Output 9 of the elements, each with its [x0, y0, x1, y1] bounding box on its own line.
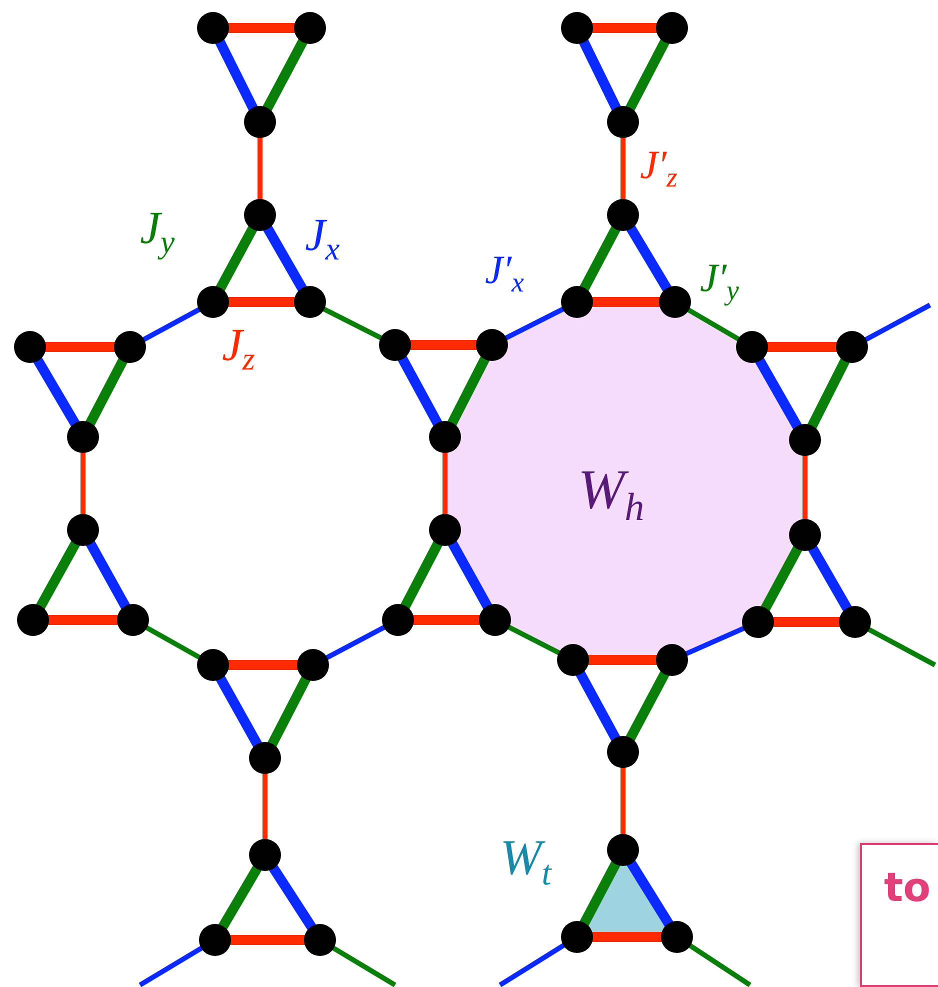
coupling-label: J′$_{x}$	[485, 250, 524, 298]
coupling-label: J′$_{z}$	[640, 145, 678, 192]
tab-label: to	[860, 843, 938, 987]
coupling-label: J$_{z}$	[222, 322, 255, 375]
coupling-label: J$_{y}$	[140, 205, 175, 258]
coupling-label: J′$_{y}$	[700, 258, 739, 306]
coupling-label: W$_{t}$	[500, 832, 552, 890]
coupling-label: W$_{h}$	[578, 462, 644, 527]
coupling-label: J$_{x}$	[305, 212, 340, 265]
